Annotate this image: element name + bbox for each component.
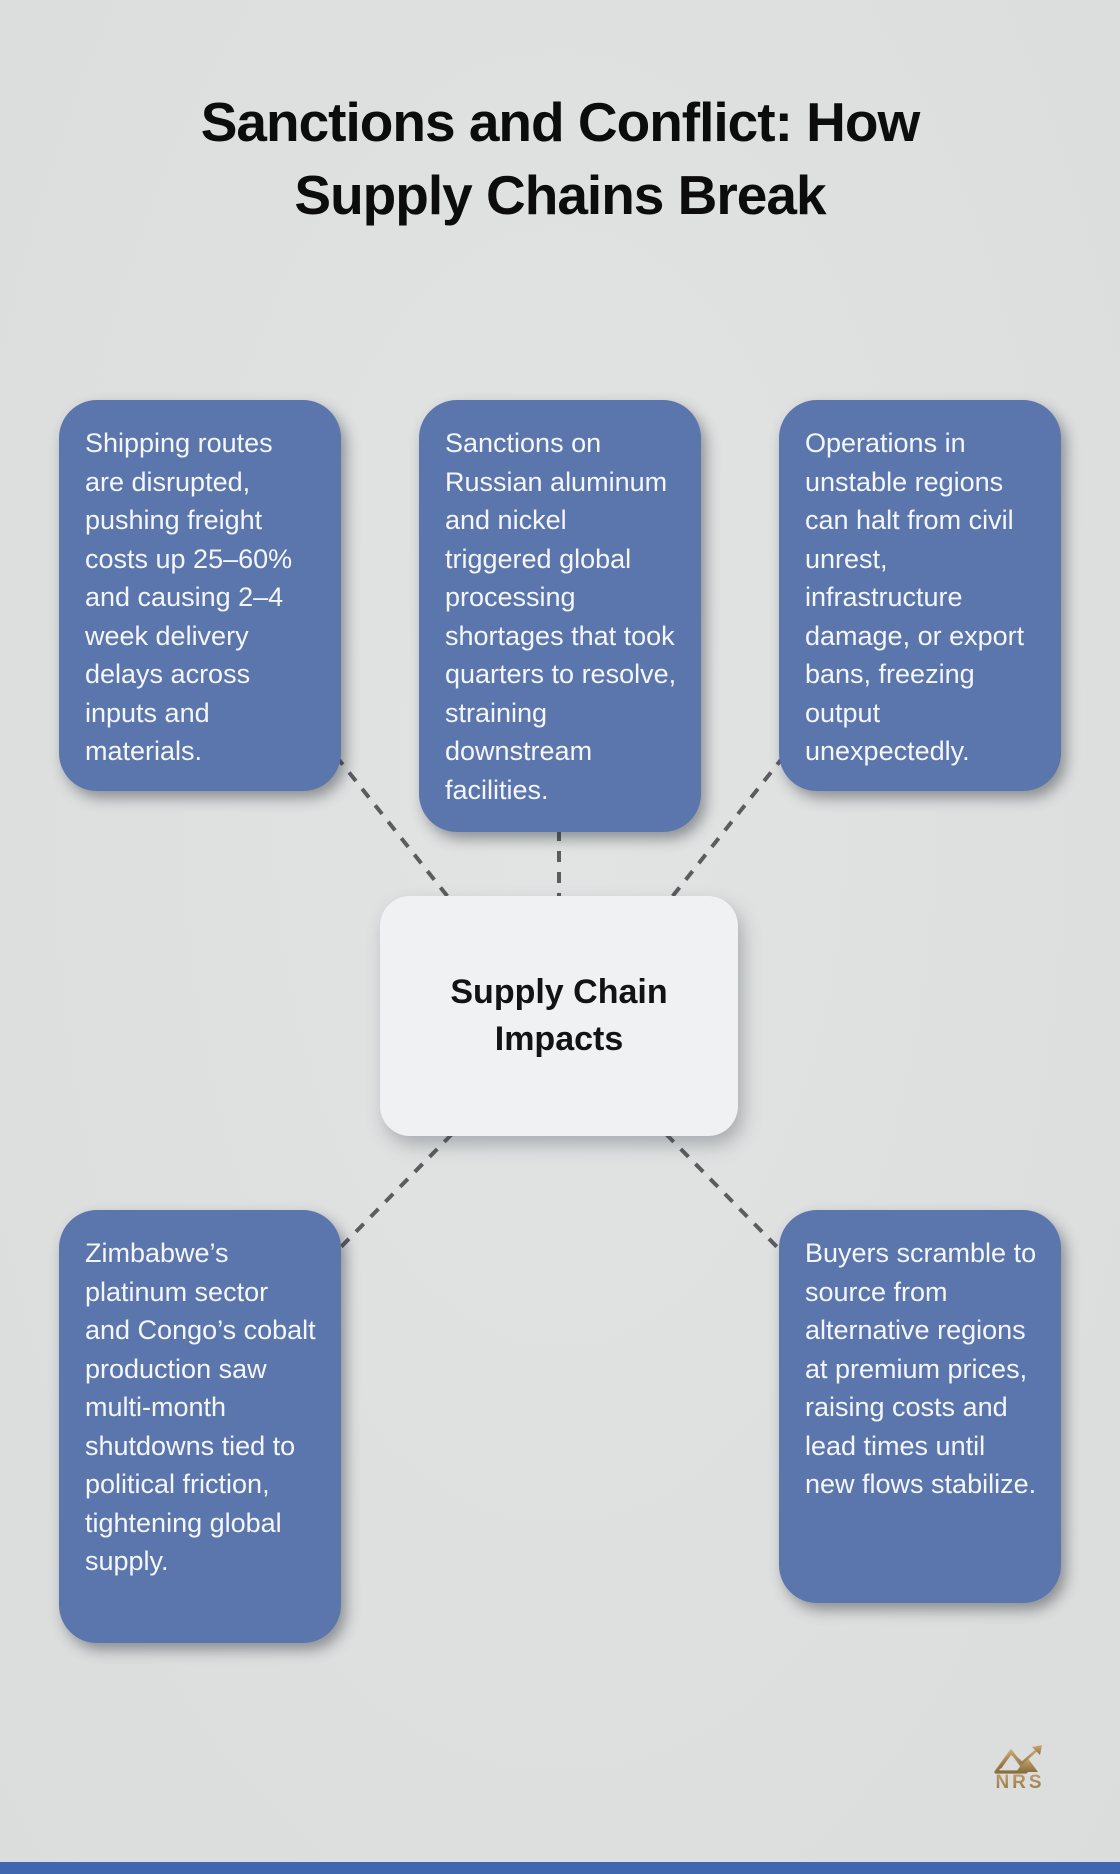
node-buyers-scramble-text: Buyers scramble to source from alternati… <box>805 1238 1037 1499</box>
connector-center-buyers <box>664 1132 784 1254</box>
connector-center-zimbabwe <box>334 1132 454 1254</box>
connector-operations-center <box>666 754 786 904</box>
node-shipping-routes: Shipping routes are disrupted, pushing f… <box>59 400 341 791</box>
center-node-label-line-1: Supply Chain <box>450 973 668 1011</box>
nrs-logo-text: NRS <box>995 1772 1045 1793</box>
node-zimbabwe-congo-text: Zimbabwe’s platinum sector and Congo’s c… <box>85 1238 316 1576</box>
bottom-accent-bar <box>0 1862 1120 1874</box>
center-node-label-line-2: Impacts <box>494 1020 624 1058</box>
page-title: Sanctions and Conflict: How Supply Chain… <box>0 86 1120 232</box>
node-buyers-scramble: Buyers scramble to source from alternati… <box>779 1210 1061 1603</box>
connector-shipping-center <box>334 754 454 904</box>
node-russian-sanctions-text: Sanctions on Russian aluminum and nickel… <box>445 428 677 805</box>
node-zimbabwe-congo: Zimbabwe’s platinum sector and Congo’s c… <box>59 1210 341 1643</box>
node-unstable-regions: Operations in unstable regions can halt … <box>779 400 1061 791</box>
page-title-line-1: Sanctions and Conflict: How <box>200 91 921 153</box>
mountain-arrow-icon <box>994 1745 1042 1774</box>
nrs-logo: NRS <box>983 1744 1057 1806</box>
node-unstable-regions-text: Operations in unstable regions can halt … <box>805 428 1025 766</box>
node-shipping-routes-text: Shipping routes are disrupted, pushing f… <box>85 428 293 766</box>
node-russian-sanctions: Sanctions on Russian aluminum and nickel… <box>419 400 701 832</box>
page-title-line-2: Supply Chains Break <box>294 164 826 226</box>
center-node-supply-chain-impacts: Supply Chain Impacts <box>380 896 738 1136</box>
